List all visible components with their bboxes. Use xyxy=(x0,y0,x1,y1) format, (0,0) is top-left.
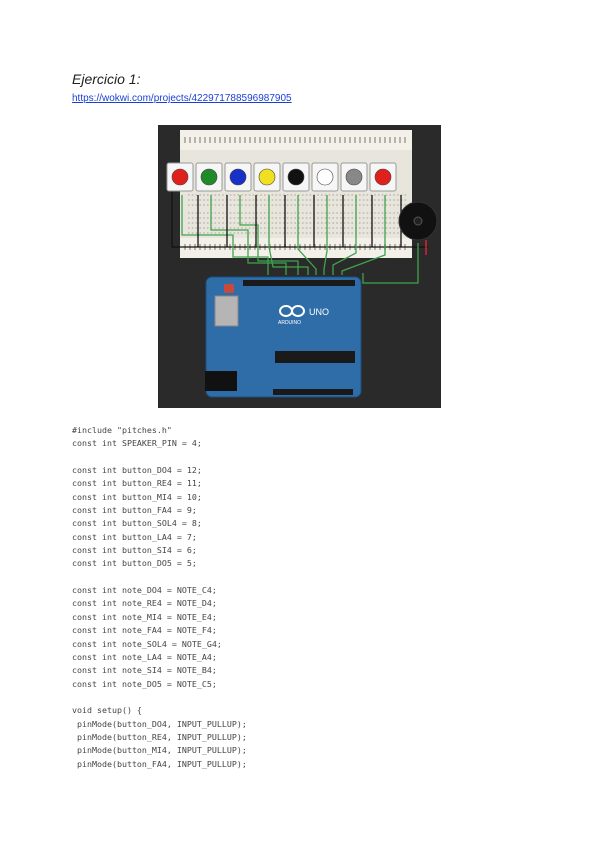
code-line: const int button_LA4 = 7; xyxy=(72,531,197,542)
board-label: UNO xyxy=(309,307,329,317)
push-button-1 xyxy=(166,162,194,192)
code-line xyxy=(72,571,247,584)
code-line: const int button_RE4 = 11; xyxy=(72,478,202,489)
code-line: const int note_FA4 = NOTE_F4; xyxy=(72,625,217,636)
push-button-2 xyxy=(195,162,223,192)
code-line: const int note_MI4 = NOTE_E4; xyxy=(72,611,217,622)
code-line: const int button_FA4 = 9; xyxy=(72,505,197,516)
arduino-uno-board: UNO ARDUINO xyxy=(205,276,362,398)
code-line: const int button_MI4 = 10; xyxy=(72,491,202,502)
code-line: const int note_DO5 = NOTE_C5; xyxy=(72,678,217,689)
code-line: const int button_SI4 = 6; xyxy=(72,545,197,556)
code-line: const int note_LA4 = NOTE_A4; xyxy=(72,651,217,662)
code-line: const int note_RE4 = NOTE_D4; xyxy=(72,598,217,609)
circuit-svg: UNO ARDUINO xyxy=(166,130,438,398)
code-line: const int button_DO5 = 5; xyxy=(72,558,197,569)
push-button-4 xyxy=(253,162,281,192)
code-line xyxy=(72,451,247,464)
push-button-8 xyxy=(369,162,397,192)
circuit-diagram: UNO ARDUINO xyxy=(158,125,441,408)
code-line: const int button_DO4 = 12; xyxy=(72,465,202,476)
code-line: pinMode(button_MI4, INPUT_PULLUP); xyxy=(72,745,247,756)
push-buttons xyxy=(166,162,397,192)
code-line: void setup() { xyxy=(72,705,142,716)
code-line: const int button_SOL4 = 8; xyxy=(72,518,202,529)
code-block: #include "pitches.h" const int SPEAKER_PI… xyxy=(72,424,247,771)
code-line: pinMode(button_DO4, INPUT_PULLUP); xyxy=(72,718,247,729)
code-line: pinMode(button_RE4, INPUT_PULLUP); xyxy=(72,731,247,742)
exercise-heading: Ejercicio 1: xyxy=(72,71,141,87)
push-button-7 xyxy=(340,162,368,192)
code-line: pinMode(button_FA4, INPUT_PULLUP); xyxy=(72,758,247,769)
push-button-3 xyxy=(224,162,252,192)
code-line: const int SPEAKER_PIN = 4; xyxy=(72,438,202,449)
code-line: #include "pitches.h" xyxy=(72,425,172,435)
project-link[interactable]: https://wokwi.com/projects/4229717885969… xyxy=(72,93,292,104)
board-sublabel: ARDUINO xyxy=(278,320,301,326)
code-line: const int note_SI4 = NOTE_B4; xyxy=(72,665,217,676)
push-button-5 xyxy=(282,162,310,192)
breadboard xyxy=(180,130,412,258)
code-line xyxy=(72,691,247,704)
push-button-6 xyxy=(311,162,339,192)
code-line: const int note_SOL4 = NOTE_G4; xyxy=(72,638,222,649)
buzzer-icon xyxy=(398,201,438,255)
code-line: const int note_DO4 = NOTE_C4; xyxy=(72,585,217,596)
